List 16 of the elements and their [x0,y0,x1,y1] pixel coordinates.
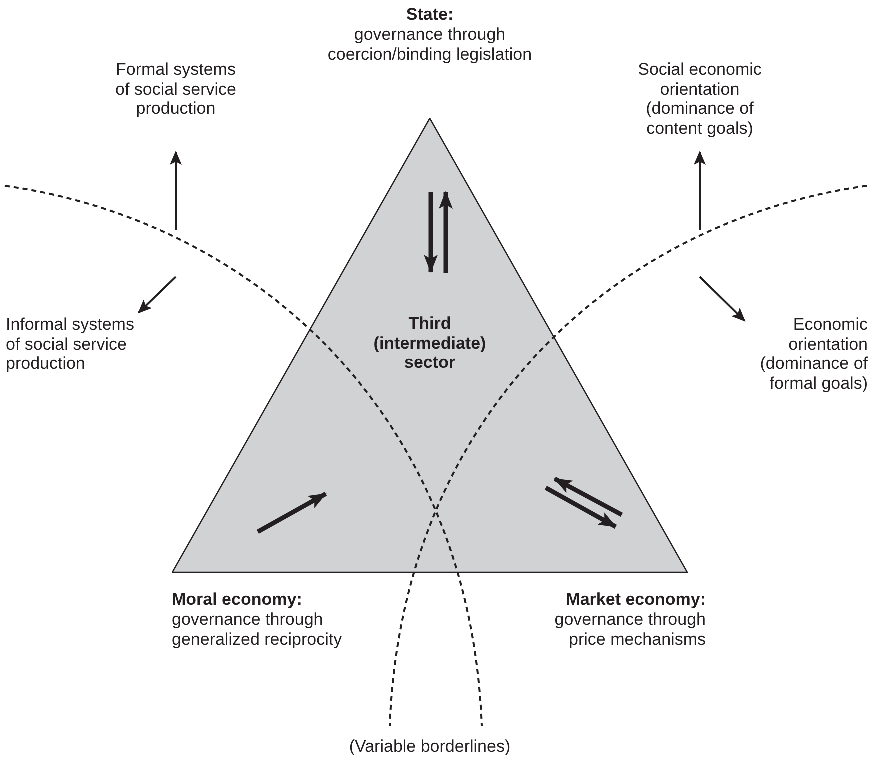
orientation-label: Informal systems of social service production [6,315,136,374]
sector-label: Third (intermediate) sector [372,314,488,372]
corner-heading: Market economy: [565,590,706,610]
corner-description: governance through price mechanisms [554,610,706,649]
arrow [138,276,177,314]
arrow [170,151,182,230]
corner-description: governance through coercion/binding legislation [326,25,534,64]
arrow [694,151,706,230]
orientation-label: Economic orientation (dominance of formal goals) [759,315,868,393]
arrow [699,276,746,322]
borderline-note: (Variable borderlines) [348,737,512,756]
orientation-label: Formal systems of social service production [114,60,238,118]
corner-heading: State: [405,5,455,24]
corner-description: governance through generalized reciprocity [172,610,344,649]
corner-heading: Moral economy: [172,590,304,610]
orientation-label: Social economic orientation (dominance of content goals) [637,60,763,138]
